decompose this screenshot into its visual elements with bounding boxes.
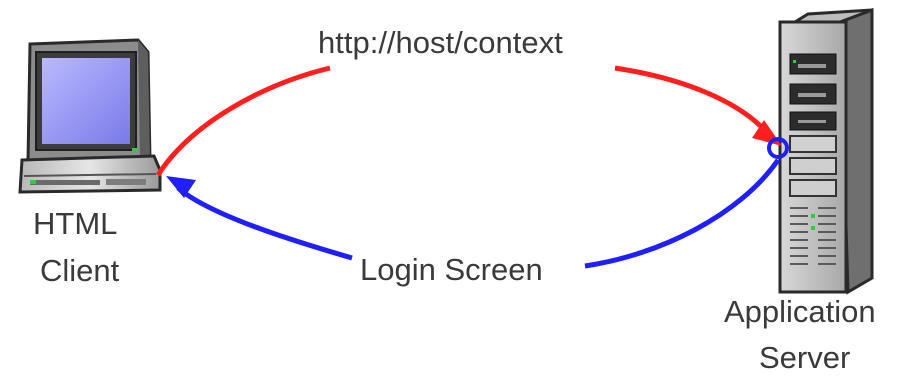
response-arrow	[166, 158, 781, 269]
server-label-line2: Server	[759, 340, 851, 375]
server-label-line1: Application	[724, 294, 876, 329]
tower-server-icon	[778, 7, 874, 295]
response-label: Login Screen	[358, 252, 545, 287]
client-label-line2: Client	[40, 253, 120, 288]
client-label-line1: HTML	[33, 206, 118, 241]
request-url-label: http://host/context	[318, 25, 563, 60]
desktop-computer-icon	[18, 38, 162, 194]
request-arrow	[155, 65, 782, 177]
server-endpoint-ring	[767, 137, 789, 159]
